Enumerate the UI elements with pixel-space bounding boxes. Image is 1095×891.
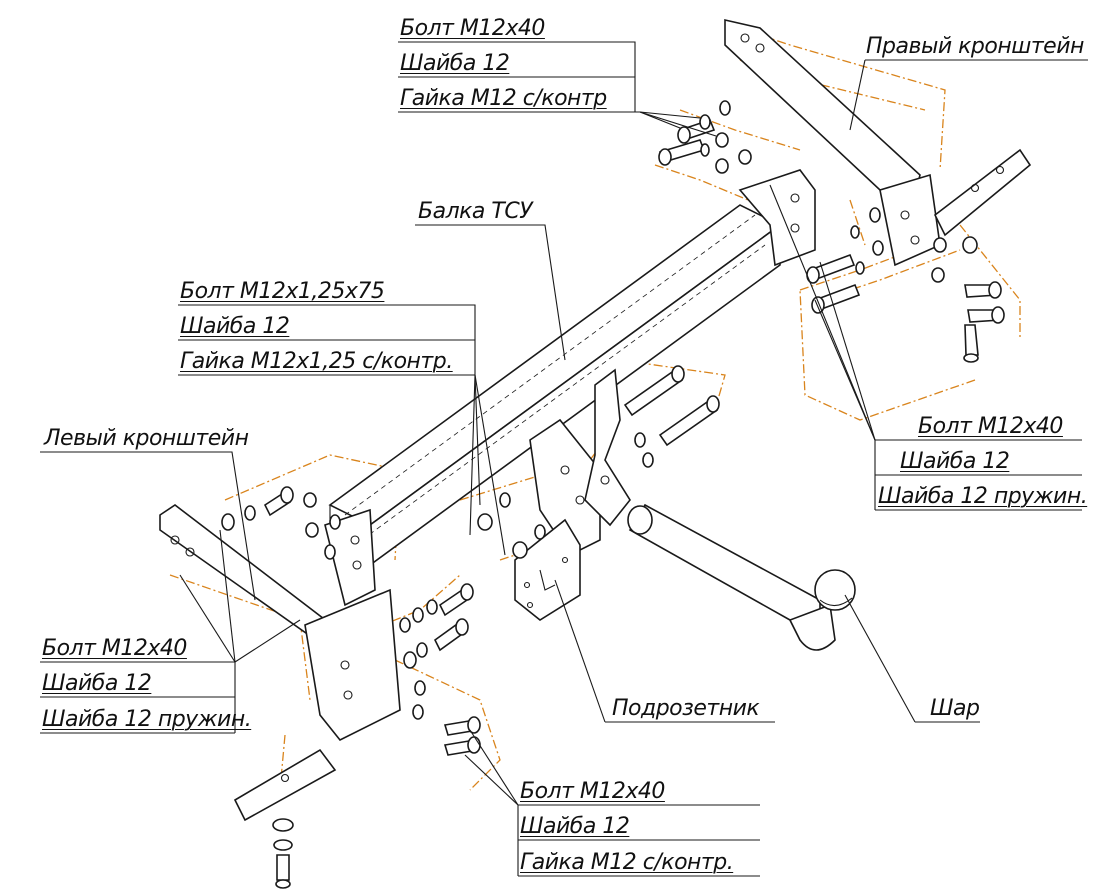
right-washer-6 <box>931 267 945 283</box>
left-bracket-label: Левый кронштейн <box>44 426 249 451</box>
bottom-fasteners-line3: Гайка М12 с/контр. <box>520 850 734 875</box>
mid-nut-2 <box>512 541 528 559</box>
mid-bolt-2 <box>658 395 720 447</box>
left-fasteners-line2: Шайба 12 <box>42 671 152 696</box>
bottom-washer-2 <box>273 839 293 851</box>
left-nut-2 <box>305 522 319 538</box>
mid-fasteners-line2: Шайба 12 <box>180 314 290 339</box>
mid-fasteners-line1: Болт М12х1,25х75 <box>180 279 385 304</box>
mid-washer-1 <box>634 432 646 448</box>
left-washer-11 <box>412 704 424 720</box>
left-bolt-3 <box>433 618 469 652</box>
bottom-fasteners-line2: Шайба 12 <box>520 814 630 839</box>
left-washer-8 <box>403 651 417 669</box>
bottom-bolt-1 <box>443 716 481 736</box>
left-washer-5 <box>399 617 411 633</box>
top-nut-2 <box>715 158 729 174</box>
top-bolt <box>658 139 706 166</box>
right-fasteners-line1: Болт М12х40 <box>918 414 1063 439</box>
top-washer-2 <box>719 100 731 116</box>
beam-label: Балка ТСУ <box>418 199 533 224</box>
bottom-vertical-bolt <box>275 854 291 889</box>
mid-bolt-1 <box>623 365 685 417</box>
right-fasteners-line3: Шайба 12 пружин. <box>878 484 1088 509</box>
left-fasteners-line1: Болт М12х40 <box>42 636 187 661</box>
left-washer-7 <box>426 599 438 615</box>
mid-nut-1 <box>477 513 493 531</box>
right-bracket <box>724 18 1032 267</box>
top-nut-1 <box>715 132 729 148</box>
right-bolt-1 <box>806 253 856 284</box>
tow-ball-arm <box>627 503 856 651</box>
left-washer-2 <box>244 505 256 521</box>
ball-label: Шар <box>930 696 980 721</box>
beam-end-plate-right <box>738 169 816 267</box>
left-nut-1 <box>303 492 317 508</box>
top-nut-3 <box>738 149 752 165</box>
right-washer-7 <box>962 236 978 254</box>
beam-end-plate-left <box>324 508 376 607</box>
bottom-washer-1 <box>272 818 294 832</box>
top-fasteners-line1: Болт М12х40 <box>400 16 545 41</box>
mid-fasteners-line3: Гайка М12х1,25 с/контр. <box>180 349 453 374</box>
left-washer-9 <box>416 642 428 658</box>
left-washer-3 <box>329 514 341 530</box>
left-washer-6 <box>412 607 424 623</box>
right-washer-3 <box>869 207 881 223</box>
left-washer-4 <box>324 544 336 560</box>
top-fasteners-line3: Гайка М12 с/контр <box>400 86 607 111</box>
mid-washer-4 <box>534 524 546 540</box>
left-bolt-1 <box>263 486 294 517</box>
top-washer-3 <box>700 143 710 157</box>
top-fasteners-line2: Шайба 12 <box>400 51 510 76</box>
right-bracket-label: Правый кронштейн <box>866 34 1084 59</box>
left-bolt-2 <box>438 583 474 617</box>
left-fasteners-line3: Шайба 12 пружин. <box>42 707 252 732</box>
right-washer-5 <box>933 237 947 253</box>
right-washer-4 <box>872 240 884 256</box>
right-washer-1 <box>850 225 860 239</box>
bottom-fasteners-line1: Болт М12х40 <box>520 779 665 804</box>
right-bolt-3 <box>964 281 1002 299</box>
hitch-mount-plates <box>529 368 631 557</box>
left-washer-1 <box>221 513 235 531</box>
bottom-bolt-2 <box>443 736 481 756</box>
top-washer-1 <box>699 114 711 130</box>
right-fasteners-line2: Шайба 12 <box>900 449 1010 474</box>
socket-plate-label: Подрозетник <box>612 696 760 721</box>
mid-washer-2 <box>642 452 654 468</box>
leader-lines <box>40 41 1088 877</box>
right-vertical-bolt <box>963 324 979 363</box>
right-washer-2 <box>855 261 865 275</box>
left-washer-10 <box>414 680 426 696</box>
left-bracket <box>159 504 401 822</box>
socket-plate <box>514 518 581 621</box>
mid-washer-3 <box>499 492 511 508</box>
right-bolt-4 <box>967 306 1005 324</box>
